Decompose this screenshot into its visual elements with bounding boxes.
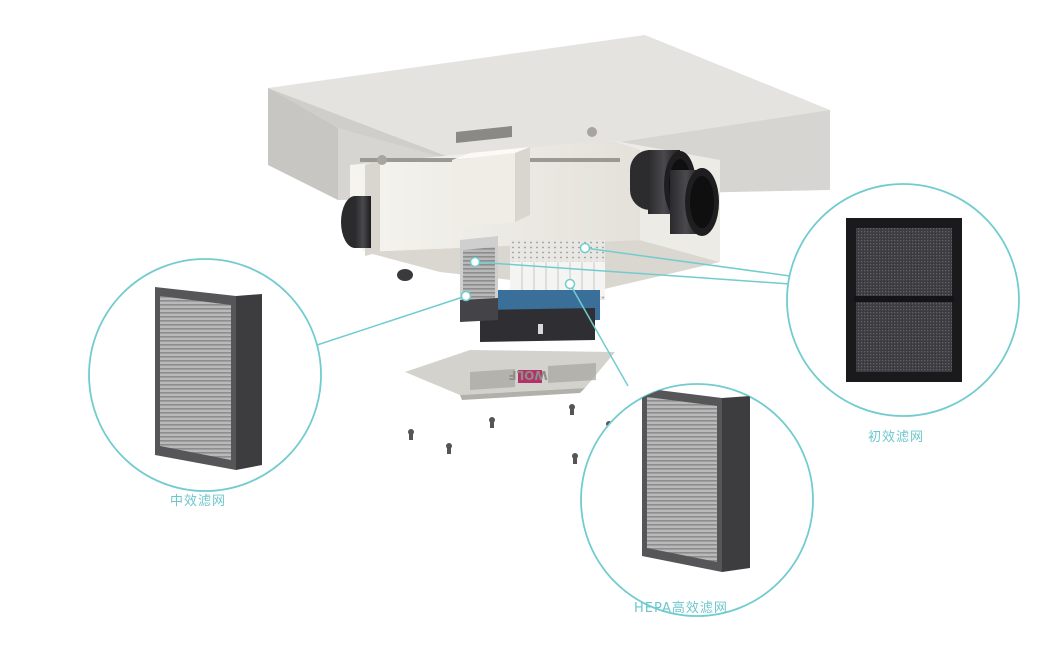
leader-primary-filter-a <box>584 247 791 277</box>
callout-medium-filter <box>88 258 322 492</box>
primary-filter-image <box>846 218 962 382</box>
mounting-screws <box>408 404 612 464</box>
primary-filter-label: 初效滤网 <box>868 430 925 445</box>
leader-medium-filter <box>316 295 467 346</box>
callout-primary-filter <box>786 183 1020 417</box>
medium-filter-label: 中效滤网 <box>170 494 227 509</box>
hepa-filter-label: HEPA高效滤网 <box>634 601 728 616</box>
callout-hepa-filter <box>580 383 814 617</box>
electrical-box <box>452 147 530 228</box>
filter-cassette <box>460 236 605 342</box>
callout-dots <box>460 242 591 302</box>
callout-lines <box>316 247 791 387</box>
leader-hepa-filter <box>569 283 629 387</box>
leader-primary-filter-b <box>474 261 791 285</box>
medium-filter-image <box>155 287 262 470</box>
panel-logo-text: WOLF <box>508 368 547 382</box>
bottom-cover-panel: WOLF <box>405 350 615 400</box>
hepa-filter-image <box>642 388 750 572</box>
duct-connectors <box>341 150 719 281</box>
